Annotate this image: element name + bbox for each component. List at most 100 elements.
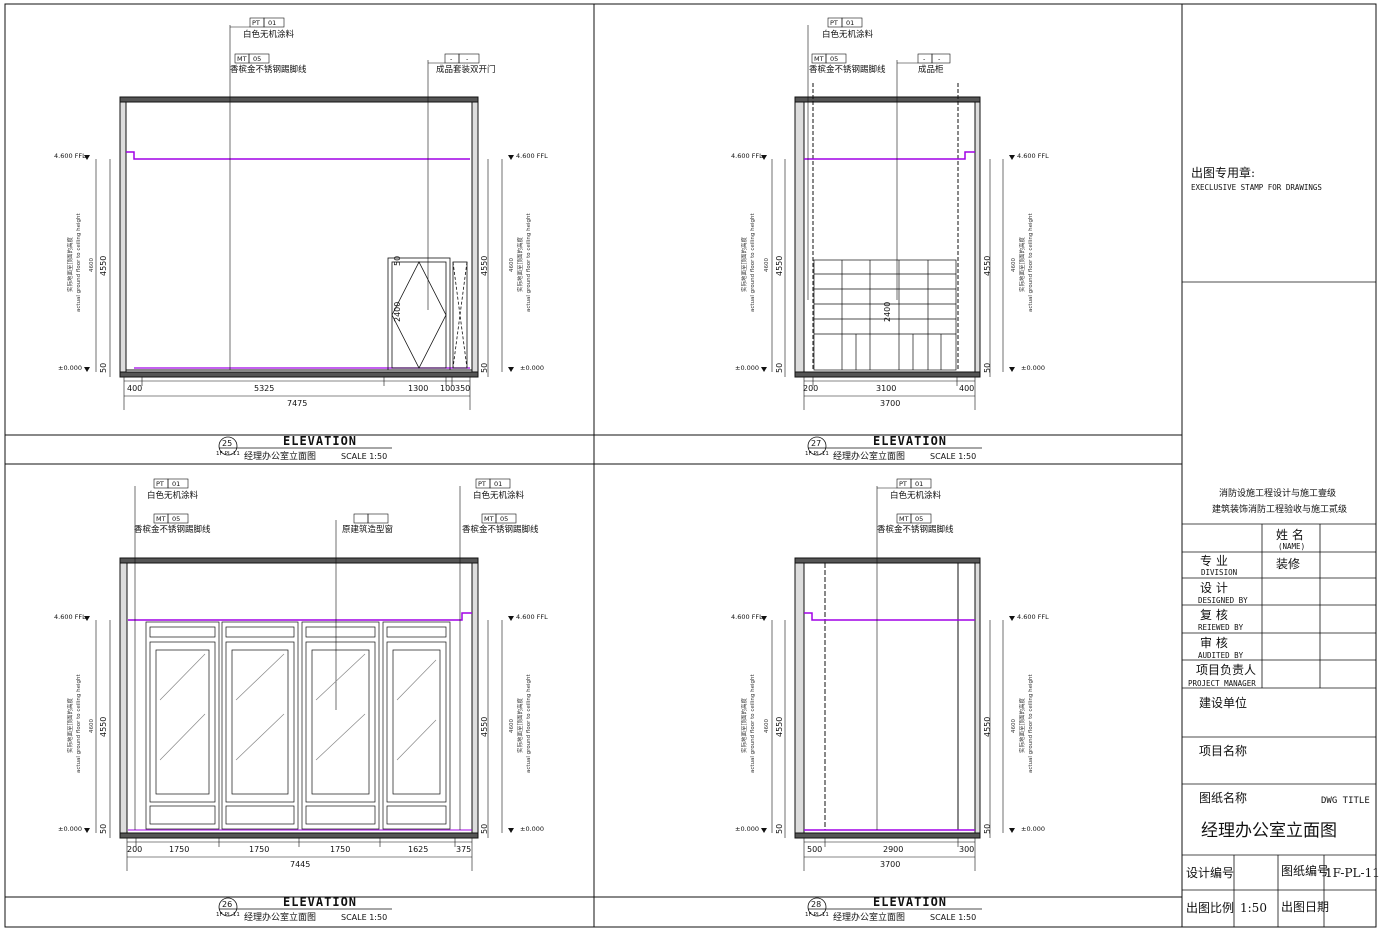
svg-text:白色无机涂料: 白色无机涂料: [890, 490, 942, 501]
level-bottom-left: ±0.000: [735, 364, 759, 372]
height-note-en: actual ground floor to ceiling height: [526, 213, 532, 312]
svg-text:经理办公室立面图: 经理办公室立面图: [244, 450, 316, 462]
svg-text:01: 01: [172, 480, 180, 488]
svg-text:-: -: [923, 55, 926, 63]
svg-text:1F-PL-11: 1F-PL-11: [805, 451, 829, 457]
svg-text:1F-PL-11: 1F-PL-11: [805, 912, 829, 918]
ceiling-line: [126, 151, 470, 160]
svg-text:MT: MT: [814, 55, 824, 63]
dim-height: 4550: [775, 256, 784, 276]
reviewed-label: 复 核: [1200, 608, 1228, 622]
ceiling-dim: 4600: [1011, 258, 1017, 272]
material-tag: MT 05 香槟金不锈钢踢脚线: [462, 513, 539, 535]
dim-segment: 1300: [408, 384, 428, 393]
dwg-no-label: 图纸编号: [1281, 863, 1329, 878]
designed-label-en: DESIGNED BY: [1198, 596, 1248, 605]
svg-text:香槟金不锈钢踢脚线: 香槟金不锈钢踢脚线: [462, 524, 539, 535]
panel-caption: 28 1F-PL-11 ELEVATION 经理办公室立面图 SCALE 1:5…: [805, 895, 982, 923]
dim-segment: 350: [455, 384, 470, 393]
svg-text:ELEVATION: ELEVATION: [283, 434, 357, 448]
svg-text:ELEVATION: ELEVATION: [283, 895, 357, 909]
project-label: 项目名称: [1199, 743, 1247, 758]
svg-text:白色无机涂料: 白色无机涂料: [147, 490, 199, 501]
door-height-label: 2400: [393, 302, 402, 322]
material-tag: 原建筑造型窗: [342, 513, 393, 535]
room-outline: [119, 557, 479, 839]
panel-caption: 27 1F-PL-11 ELEVATION 经理办公室立面图 SCALE 1:5…: [805, 434, 982, 462]
material-tag: PT 01 白色无机涂料: [473, 478, 525, 501]
scale-label: 出图比例: [1186, 901, 1234, 915]
sheet-frame: [4, 3, 1377, 928]
cabinet: [813, 259, 957, 371]
dim-segment: 200: [127, 845, 142, 854]
svg-text:香槟金不锈钢踢脚线: 香槟金不锈钢踢脚线: [809, 64, 886, 75]
dwg-title-label: 图纸名称: [1199, 790, 1247, 805]
name-header: 姓 名: [1276, 527, 1304, 542]
height-note-en: actual ground floor to ceiling height: [1028, 213, 1034, 312]
material-tag: PT 01 白色无机涂料: [877, 478, 942, 501]
level-bottom-right: ±0.000: [520, 825, 544, 833]
elevation-panel-28: PT 01 白色无机涂料 MT 05 香槟金不锈钢踢脚线 4.600 FFL 4…: [731, 478, 1049, 923]
svg-text:香槟金不锈钢踢脚线: 香槟金不锈钢踢脚线: [877, 524, 954, 535]
svg-text:05: 05: [500, 515, 508, 523]
panel-caption: 26 1F-PL-11 ELEVATION 经理办公室立面图 SCALE 1:5…: [216, 895, 392, 923]
svg-text:SCALE 1:50: SCALE 1:50: [930, 452, 976, 461]
level-top-left: 4.600 FFL: [731, 613, 763, 621]
svg-text:-: -: [450, 55, 453, 63]
svg-text:1F-PL-11: 1F-PL-11: [216, 912, 240, 918]
level-bottom-left: ±0.000: [58, 364, 82, 372]
dim-height: 4550: [480, 717, 489, 737]
svg-text:01: 01: [846, 19, 854, 27]
svg-text:26: 26: [222, 900, 232, 909]
level-top-right: 4.600 FFL: [1017, 152, 1049, 160]
height-note-en: actual ground floor to ceiling height: [750, 674, 756, 773]
svg-text:01: 01: [268, 19, 276, 27]
material-tag: PT 01 白色无机涂料: [147, 478, 199, 501]
svg-text:ELEVATION: ELEVATION: [873, 895, 947, 909]
material-tag: - - 成品套装双开门: [428, 53, 496, 75]
elevation-panel-27: 2400 PT 01 白色无机涂料 MT 05 香槟金不锈钢踢脚线 - - 成品…: [731, 17, 1049, 462]
ceiling-line: [128, 612, 472, 621]
dim-base: 50: [480, 824, 489, 834]
height-note-en: actual ground floor to ceiling height: [526, 674, 532, 773]
double-door: [387, 257, 468, 371]
svg-text:MT: MT: [156, 515, 166, 523]
svg-text:经理办公室立面图: 经理办公室立面图: [833, 911, 905, 923]
height-note-cn: 实际地面至顶面的高度: [740, 236, 748, 292]
material-tag: PT 01 白色无机涂料: [230, 17, 295, 40]
pm-label-en: PROJECT MANAGER: [1188, 679, 1256, 688]
ceiling-dim: 4600: [509, 719, 515, 733]
svg-text:SCALE 1:50: SCALE 1:50: [341, 913, 387, 922]
pm-label: 项目负责人: [1196, 663, 1256, 677]
svg-text:MT: MT: [484, 515, 494, 523]
svg-text:原建筑造型窗: 原建筑造型窗: [342, 524, 393, 535]
dim-segment: 400: [959, 384, 974, 393]
dim-total: 3700: [880, 860, 900, 869]
dim-height: 4550: [983, 717, 992, 737]
ceiling-dim: 4600: [89, 719, 95, 733]
svg-text:经理办公室立面图: 经理办公室立面图: [244, 911, 316, 923]
division-label: 专 业: [1200, 553, 1228, 568]
dim-height: 4550: [99, 717, 108, 737]
svg-text:ELEVATION: ELEVATION: [873, 434, 947, 448]
svg-text:PT: PT: [899, 480, 907, 488]
svg-text:25: 25: [222, 439, 232, 448]
door-top-label: 50: [393, 256, 402, 266]
window-panels: [145, 621, 451, 830]
svg-text:香槟金不锈钢踢脚线: 香槟金不锈钢踢脚线: [230, 64, 307, 75]
dim-segment: 500: [807, 845, 822, 854]
dim-height: 4550: [983, 256, 992, 276]
dim-total: 3700: [880, 399, 900, 408]
dim-base: 50: [99, 824, 108, 834]
ceiling-line: [804, 151, 975, 160]
svg-text:PT: PT: [830, 19, 838, 27]
svg-text:05: 05: [172, 515, 180, 523]
dim-segment: 1625: [408, 845, 428, 854]
dim-segment: 1750: [330, 845, 350, 854]
svg-text:成品柜: 成品柜: [918, 64, 944, 75]
ceiling-dim: 4600: [509, 258, 515, 272]
division-value: 装修: [1276, 556, 1300, 571]
height-note-en: actual ground floor to ceiling height: [750, 213, 756, 312]
svg-text:SCALE 1:50: SCALE 1:50: [930, 913, 976, 922]
